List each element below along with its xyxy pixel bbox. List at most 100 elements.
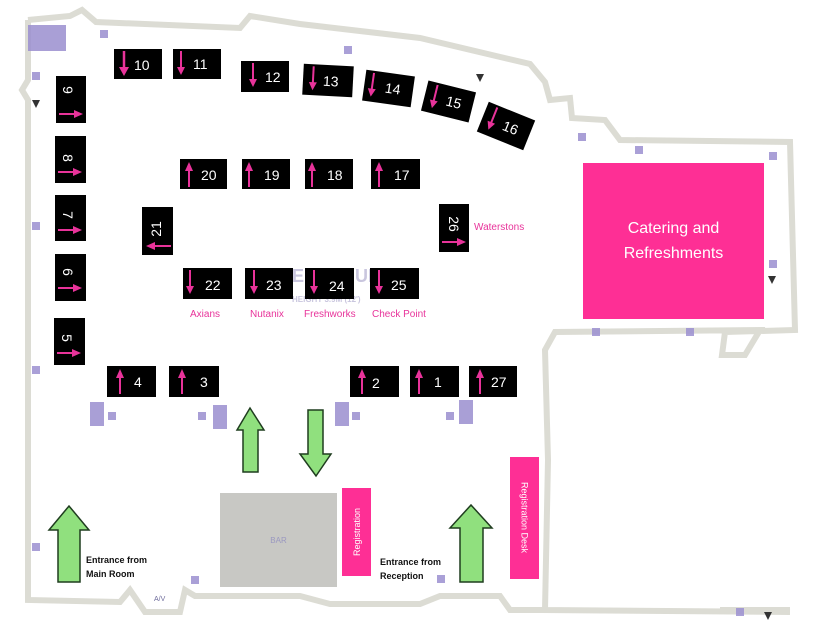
arrow-up-icon: [476, 369, 484, 394]
arrow-right-icon: [57, 349, 81, 357]
booth-number: 1: [434, 374, 442, 390]
booth-9[interactable]: 9: [56, 76, 86, 123]
booth-27[interactable]: 27: [469, 366, 517, 397]
arrow-down-icon: [375, 270, 383, 294]
booth-number: 18: [327, 167, 343, 183]
booth-8[interactable]: 8: [55, 136, 86, 183]
booth-5[interactable]: 5: [54, 318, 85, 365]
venue-walls: [18, 6, 799, 615]
arrow-right-icon: [442, 238, 466, 246]
booth-16[interactable]: 16: [476, 101, 536, 151]
booth-21[interactable]: 21: [142, 207, 173, 255]
entrance-arrow-reception: [448, 503, 494, 583]
booth-number: 15: [444, 92, 464, 112]
booth-number: 23: [266, 277, 282, 293]
booth-number: 24: [329, 278, 345, 294]
entrance-main-room-label: Entrance from Main Room: [86, 555, 148, 579]
booth-19[interactable]: 19: [242, 159, 290, 189]
arrow-right-icon: [59, 110, 83, 118]
av-label: A/V: [154, 596, 166, 603]
booth-number: 5: [58, 334, 75, 342]
arrow-up-icon: [308, 162, 316, 187]
pillars: [28, 25, 777, 616]
arrow-down-icon: [177, 51, 185, 75]
booth-number: 16: [500, 117, 521, 139]
booth-6[interactable]: 6: [55, 254, 86, 301]
sponsor-check-point[interactable]: Check Point: [372, 309, 426, 320]
booth-3[interactable]: 3: [169, 366, 219, 397]
arrow-down-icon: [119, 51, 129, 76]
booth-number: 4: [134, 374, 142, 390]
booth-11[interactable]: 11: [173, 49, 221, 79]
registration-label: Registration: [351, 507, 362, 557]
arrow-up-icon: [415, 369, 423, 394]
catering-area[interactable]: Catering and Refreshments: [583, 163, 764, 319]
arrow-left-icon: [146, 242, 171, 250]
bar-label: BAR: [270, 535, 287, 545]
arrow-up-icon: [358, 369, 366, 394]
arrow-up-icon: [185, 162, 193, 187]
arrow-down-icon: [310, 270, 318, 294]
booth-10[interactable]: 10: [114, 49, 162, 79]
arrow-right-icon: [58, 168, 82, 176]
booth-23[interactable]: 23: [245, 268, 293, 299]
booth-20[interactable]: 20: [180, 159, 227, 189]
exit-arrow-down: [298, 409, 333, 478]
booth-number: 21: [147, 221, 164, 237]
booth-number: 17: [394, 167, 410, 183]
booth-26[interactable]: 26: [439, 204, 469, 252]
arrow-up-icon: [116, 369, 124, 394]
booth-number: 7: [59, 211, 76, 219]
sponsor-axians[interactable]: Axians: [190, 309, 221, 320]
arrow-up-icon: [178, 369, 186, 394]
booth-4[interactable]: 4: [107, 366, 156, 397]
booth-1[interactable]: 1: [410, 366, 459, 397]
booth-number: 9: [59, 86, 76, 94]
booth-25[interactable]: 25: [370, 268, 419, 299]
registration-desk-label: Registration Desk: [519, 482, 530, 554]
bar-area[interactable]: BAR: [220, 493, 337, 587]
arrow-down-icon: [487, 107, 499, 130]
booth-12[interactable]: 12: [241, 61, 289, 92]
booth-15[interactable]: 15: [420, 80, 477, 123]
booth-number: 20: [201, 167, 217, 183]
arrow-right-icon: [58, 284, 82, 292]
catering-label-line2: Refreshments: [623, 245, 724, 262]
arrow-up-icon: [245, 162, 253, 187]
booth-number: 27: [491, 374, 507, 390]
booth-2[interactable]: 2: [350, 366, 399, 397]
booth-number: 25: [391, 277, 407, 293]
booth-22[interactable]: 22: [183, 268, 232, 299]
arrow-up-icon: [375, 162, 383, 187]
sponsor-nutanix[interactable]: Nutanix: [250, 309, 284, 320]
booth-number: 22: [205, 277, 221, 293]
arrow-down-icon: [250, 270, 258, 294]
booth-number: 14: [383, 79, 402, 98]
booth-24[interactable]: 24: [305, 268, 354, 299]
arrow-down-icon: [249, 63, 257, 87]
booth-number: 11: [193, 56, 208, 72]
booth-number: 8: [59, 154, 76, 162]
booth-18[interactable]: 18: [305, 159, 353, 189]
entry-arrow-up-1: [235, 406, 266, 473]
booth-7[interactable]: 7: [55, 195, 86, 241]
registration-area[interactable]: Registration: [342, 488, 371, 576]
booth-17[interactable]: 17: [371, 159, 420, 189]
arrow-down-icon: [308, 66, 317, 91]
entrance-arrows: [47, 406, 494, 583]
arrow-down-icon: [186, 270, 194, 294]
booth-number: 26: [445, 216, 462, 232]
booth-number: 6: [59, 268, 76, 276]
catering-label-line1: Catering and: [627, 220, 720, 237]
sponsor-waterstons[interactable]: Waterstons: [474, 222, 525, 233]
arrow-right-icon: [58, 226, 82, 234]
booth-14[interactable]: 14: [362, 69, 415, 108]
sponsor-freshworks[interactable]: Freshworks: [304, 309, 356, 320]
booth-number: 19: [264, 167, 280, 183]
arrow-down-icon: [367, 72, 376, 97]
booth-number: 2: [372, 375, 380, 391]
registration-desk[interactable]: Registration Desk: [510, 457, 539, 579]
entrance-reception-label: Entrance from Reception: [380, 557, 442, 581]
booth-13[interactable]: 13: [302, 63, 354, 98]
